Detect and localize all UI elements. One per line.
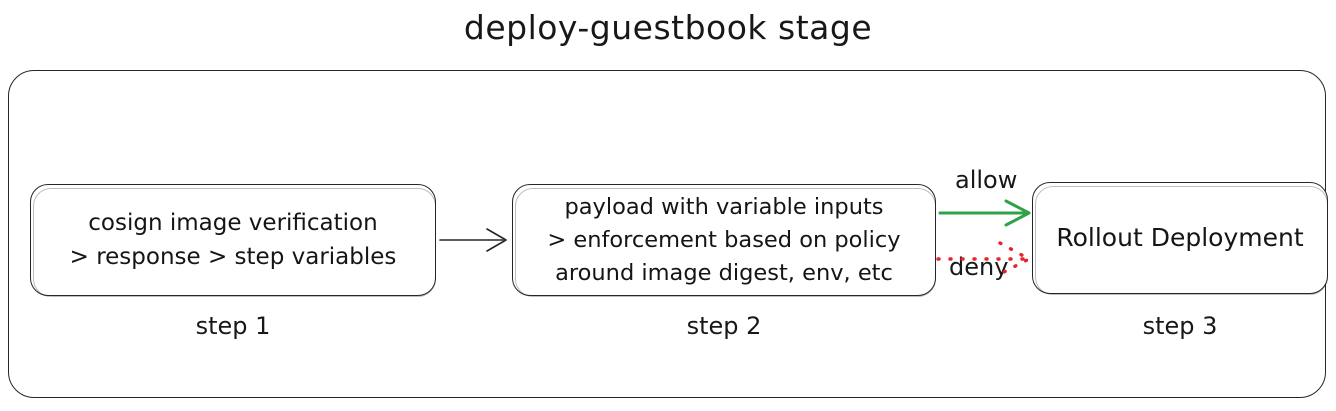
- caption-step-1: step 1: [195, 312, 271, 340]
- caption-step-3: step 3: [1142, 312, 1218, 340]
- node-step-1-line-1: cosign image verification: [88, 210, 378, 236]
- caption-step-2: step 2: [686, 312, 762, 340]
- node-step-2-line-1: payload with variable inputs: [564, 193, 884, 220]
- node-step-2[interactable]: payload with variable inputs > enforceme…: [512, 184, 936, 297]
- edge-label-allow: allow: [955, 166, 1018, 194]
- node-step-1-line-2: > response > step variables: [69, 244, 397, 270]
- edge-label-deny: deny: [949, 253, 1009, 281]
- node-step-3-text: Rollout Deployment: [1033, 183, 1327, 293]
- node-step-2-line-3: around image digest, env, etc: [555, 259, 893, 286]
- node-step-1[interactable]: cosign image verification > response > s…: [30, 184, 436, 297]
- node-step-2-text: payload with variable inputs > enforceme…: [513, 185, 935, 295]
- node-step-3[interactable]: Rollout Deployment: [1032, 182, 1328, 295]
- page-title: deploy-guestbook stage: [463, 8, 873, 47]
- node-step-3-line-1: Rollout Deployment: [1056, 223, 1304, 252]
- node-step-2-line-2: > enforcement based on policy: [547, 226, 901, 253]
- node-step-1-text: cosign image verification > response > s…: [31, 185, 435, 295]
